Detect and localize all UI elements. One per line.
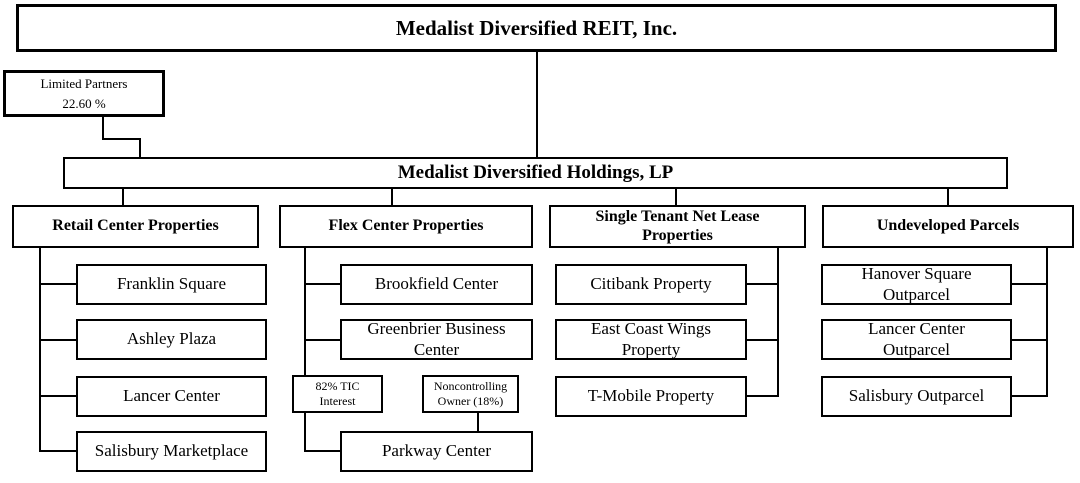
connector-flex-spine-lower	[304, 413, 306, 452]
connector-retail-stub-4	[39, 450, 77, 452]
node-label: Noncontrolling Owner (18%)	[433, 379, 508, 408]
connector-drop-undeveloped	[947, 189, 949, 206]
node-salisbury-marketplace: Salisbury Marketplace	[76, 431, 267, 472]
node-lancer-center: Lancer Center	[76, 376, 267, 417]
connector-lp-drop-2	[139, 138, 141, 158]
node-noncontrolling-owner: Noncontrolling Owner (18%)	[422, 375, 519, 413]
connector-flex-stub-2	[304, 339, 341, 341]
node-reit-root: Medalist Diversified REIT, Inc.	[16, 4, 1057, 52]
node-label: Salisbury Marketplace	[94, 441, 249, 461]
node-tmobile-property: T-Mobile Property	[555, 376, 747, 417]
connector-flex-stub-parkway	[304, 450, 341, 452]
node-label: East Coast Wings Property	[591, 319, 711, 359]
header-single-tenant-label: Single Tenant Net Lease Properties	[595, 207, 760, 244]
node-label: Citibank Property	[590, 274, 712, 294]
connector-retail-stub-3	[39, 395, 77, 397]
connector-single-tenant-stub-2	[747, 339, 778, 341]
node-header-retail: Retail Center Properties	[12, 205, 259, 248]
node-holdings: Medalist Diversified Holdings, LP	[63, 157, 1008, 189]
node-east-coast-wings-property: East Coast Wings Property	[555, 319, 747, 360]
connector-drop-retail	[122, 189, 124, 206]
node-header-single-tenant: Single Tenant Net Lease Properties	[549, 205, 806, 248]
node-label: 82% TIC Interest	[315, 379, 360, 408]
node-reit-root-label: Medalist Diversified REIT, Inc.	[395, 15, 678, 40]
node-header-undeveloped: Undeveloped Parcels	[822, 205, 1074, 248]
connector-single-tenant-stub-3	[747, 395, 778, 397]
limited-partners-name: Limited Partners	[40, 76, 128, 91]
node-label: Parkway Center	[381, 441, 492, 461]
node-label: Brookfield Center	[374, 274, 499, 294]
connector-undeveloped-stub-3	[1012, 395, 1047, 397]
node-label: Lancer Center	[123, 386, 220, 406]
connector-drop-flex	[391, 189, 393, 206]
node-label: Hanover Square Outparcel	[861, 264, 972, 304]
connector-flex-stub-1	[304, 283, 341, 285]
node-citibank-property: Citibank Property	[555, 264, 747, 305]
node-label: Franklin Square	[116, 274, 227, 294]
node-franklin-square: Franklin Square	[76, 264, 267, 305]
node-parkway-center: Parkway Center	[340, 431, 533, 472]
connector-undeveloped-stub-2	[1012, 339, 1047, 341]
header-flex-label: Flex Center Properties	[328, 217, 484, 235]
connector-root-drop	[536, 52, 538, 157]
connector-retail-stub-2	[39, 339, 77, 341]
header-undeveloped-label: Undeveloped Parcels	[876, 217, 1020, 235]
node-tic-interest: 82% TIC Interest	[292, 375, 383, 413]
node-ashley-plaza: Ashley Plaza	[76, 319, 267, 360]
node-holdings-label: Medalist Diversified Holdings, LP	[397, 161, 674, 183]
node-label: Greenbrier Business Center	[367, 319, 506, 359]
connector-lp-step	[102, 138, 141, 140]
connector-retail-spine	[39, 247, 41, 452]
node-label: Ashley Plaza	[126, 329, 217, 349]
connector-single-tenant-stub-1	[747, 283, 778, 285]
node-hanover-square-outparcel: Hanover Square Outparcel	[821, 264, 1012, 305]
node-label: Salisbury Outparcel	[848, 386, 985, 406]
node-label: T-Mobile Property	[587, 386, 715, 406]
node-header-flex: Flex Center Properties	[279, 205, 533, 248]
connector-flex-spine-upper	[304, 247, 306, 375]
connector-single-tenant-spine	[777, 247, 779, 397]
connector-retail-stub-1	[39, 283, 77, 285]
node-lancer-center-outparcel: Lancer Center Outparcel	[821, 319, 1012, 360]
connector-undeveloped-stub-1	[1012, 283, 1047, 285]
node-limited-partners: Limited Partners 22.60 %	[3, 70, 165, 117]
header-retail-label: Retail Center Properties	[52, 217, 219, 235]
connector-lp-drop-1	[102, 117, 104, 140]
connector-undeveloped-spine	[1046, 247, 1048, 397]
connector-noncontrolling-drop	[477, 413, 479, 432]
connector-drop-single-tenant	[675, 189, 677, 206]
limited-partners-ownership: 22.60 %	[62, 95, 106, 111]
node-salisbury-outparcel: Salisbury Outparcel	[821, 376, 1012, 417]
node-greenbrier-business-center: Greenbrier Business Center	[340, 319, 533, 360]
node-brookfield-center: Brookfield Center	[340, 264, 533, 305]
node-label: Lancer Center Outparcel	[868, 319, 965, 359]
